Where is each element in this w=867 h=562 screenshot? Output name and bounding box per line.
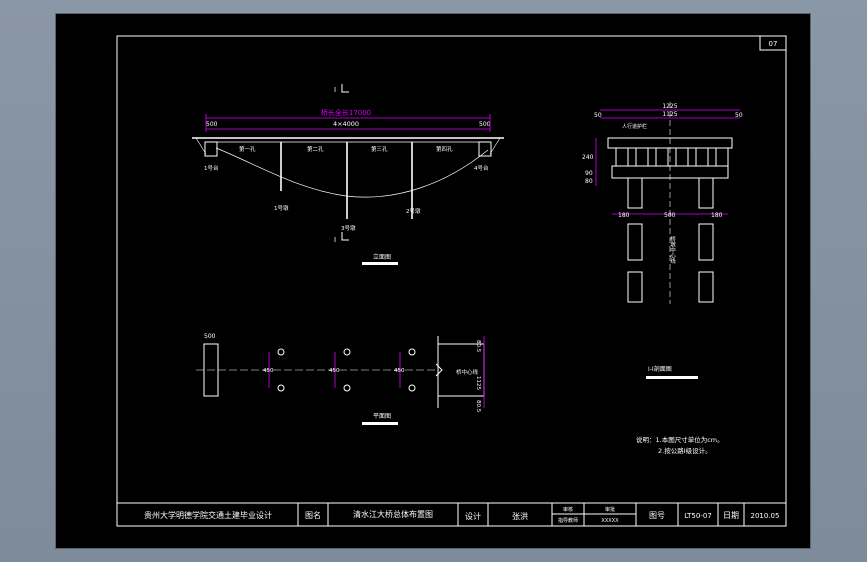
plan-spacing-3: 450	[394, 368, 405, 374]
column-right	[698, 177, 714, 209]
advisor-name: XXXXX	[601, 518, 619, 524]
plan-right-dim-3: 80.5	[475, 400, 481, 413]
abutment-left	[204, 141, 218, 157]
plan-spacing-2: 450	[329, 368, 340, 374]
pile-left-lower	[627, 271, 643, 303]
pier-label-4: 2号墩	[406, 207, 421, 215]
pile-right-upper	[698, 223, 714, 261]
end-dim-right: 500	[479, 121, 491, 128]
pier-label-3: 3号墩	[341, 224, 356, 232]
drawing-name: 清水江大桥总体布置图	[353, 509, 433, 519]
side-dim-right: 50	[735, 112, 743, 119]
review-label: 审核	[563, 506, 573, 513]
notes: 说明：1.本图尺寸单位为cm。 2.按公路I级设计。	[636, 435, 724, 455]
plan-right-dim-1: 80.5	[475, 340, 481, 353]
end-dim-left: 500	[206, 121, 218, 128]
side-dim-left: 50	[594, 112, 602, 119]
pile-dim-3: 180	[711, 212, 723, 219]
cad-drawing-canvas: 07 I 桥长全长17000 4×4000 500 500 第一孔 第二孔 第三…	[55, 13, 811, 549]
note-line-2: 2.按公路I级设计。	[658, 446, 712, 455]
school-label: 贵州大学明德学院交通土建毕业设计	[144, 510, 272, 520]
drawing-no-label: 图号	[649, 511, 665, 520]
height-dim-2: 90	[585, 170, 593, 177]
height-dim-1: 240	[582, 154, 594, 161]
plan-caption: 平面图	[373, 413, 391, 420]
cross-section-view: 1225 1125 50 50 人行道护栏 240 90 80 180 500 …	[582, 102, 743, 379]
elevation-caption: 立面图	[373, 253, 391, 261]
title-block	[117, 502, 786, 526]
designer-name: 张洪	[512, 511, 528, 521]
drawing-sheet: 07 I 桥长全长17000 4×4000 500 500 第一孔 第二孔 第三…	[116, 35, 787, 527]
span-label-2: 第二孔	[307, 145, 324, 153]
drawing-no: LT50-07	[684, 512, 712, 520]
column-left	[627, 177, 643, 209]
cross-centerline-label: 桥墩中心线	[669, 235, 676, 264]
abutment-right	[478, 141, 492, 157]
design-label: 设计	[465, 511, 481, 521]
approve-label: 审批	[605, 506, 615, 513]
pile-dim-1: 180	[618, 212, 630, 219]
elevation-caption-bar	[362, 262, 398, 265]
date-label: 日期	[723, 511, 739, 520]
span-label-4: 第四孔	[436, 145, 453, 153]
section-mark-bottom: I	[334, 236, 336, 244]
drawing-name-label: 图名	[305, 510, 321, 520]
sheet-number: 07	[769, 40, 778, 48]
advisor-label: 指导教师	[558, 517, 578, 524]
sheet-border	[116, 35, 787, 527]
plan-view: 500 450 450 450 桥中心线 80.5 1125 80.5 平面图	[196, 333, 485, 425]
total-length-label: 桥长全长17000	[321, 108, 371, 117]
elevation-view: I 桥长全长17000 4×4000 500 500 第一孔 第二孔 第三孔 第…	[192, 84, 504, 265]
span-arrangement: 4×4000	[333, 120, 359, 128]
pile-right-lower	[698, 271, 714, 303]
plan-centerline-label: 桥中心线	[456, 368, 479, 376]
sheet-number-box	[759, 35, 787, 51]
date-value: 2010.05	[751, 512, 780, 520]
span-label-3: 第三孔	[371, 145, 388, 153]
span-label-1: 第一孔	[239, 145, 256, 153]
section-mark-top: I	[334, 86, 336, 94]
ground-profile	[215, 147, 489, 198]
plan-width-dim: 500	[204, 333, 216, 340]
plan-right-dim-2: 1125	[475, 376, 481, 390]
plan-spacing-1: 450	[263, 368, 274, 374]
cross-section-caption: I-I剖面图	[648, 365, 672, 373]
pier-label-1: 1号台	[204, 164, 219, 172]
pile-left-upper	[627, 223, 643, 261]
height-dim-3: 80	[585, 178, 593, 185]
pier-label-5: 4号台	[474, 164, 489, 172]
deck-note: 人行道护栏	[622, 123, 647, 130]
plan-caption-bar	[362, 422, 398, 425]
pier-label-2: 1号墩	[274, 204, 289, 212]
cross-section-caption-bar	[646, 376, 698, 379]
note-line-1: 说明：1.本图尺寸单位为cm。	[636, 435, 724, 444]
